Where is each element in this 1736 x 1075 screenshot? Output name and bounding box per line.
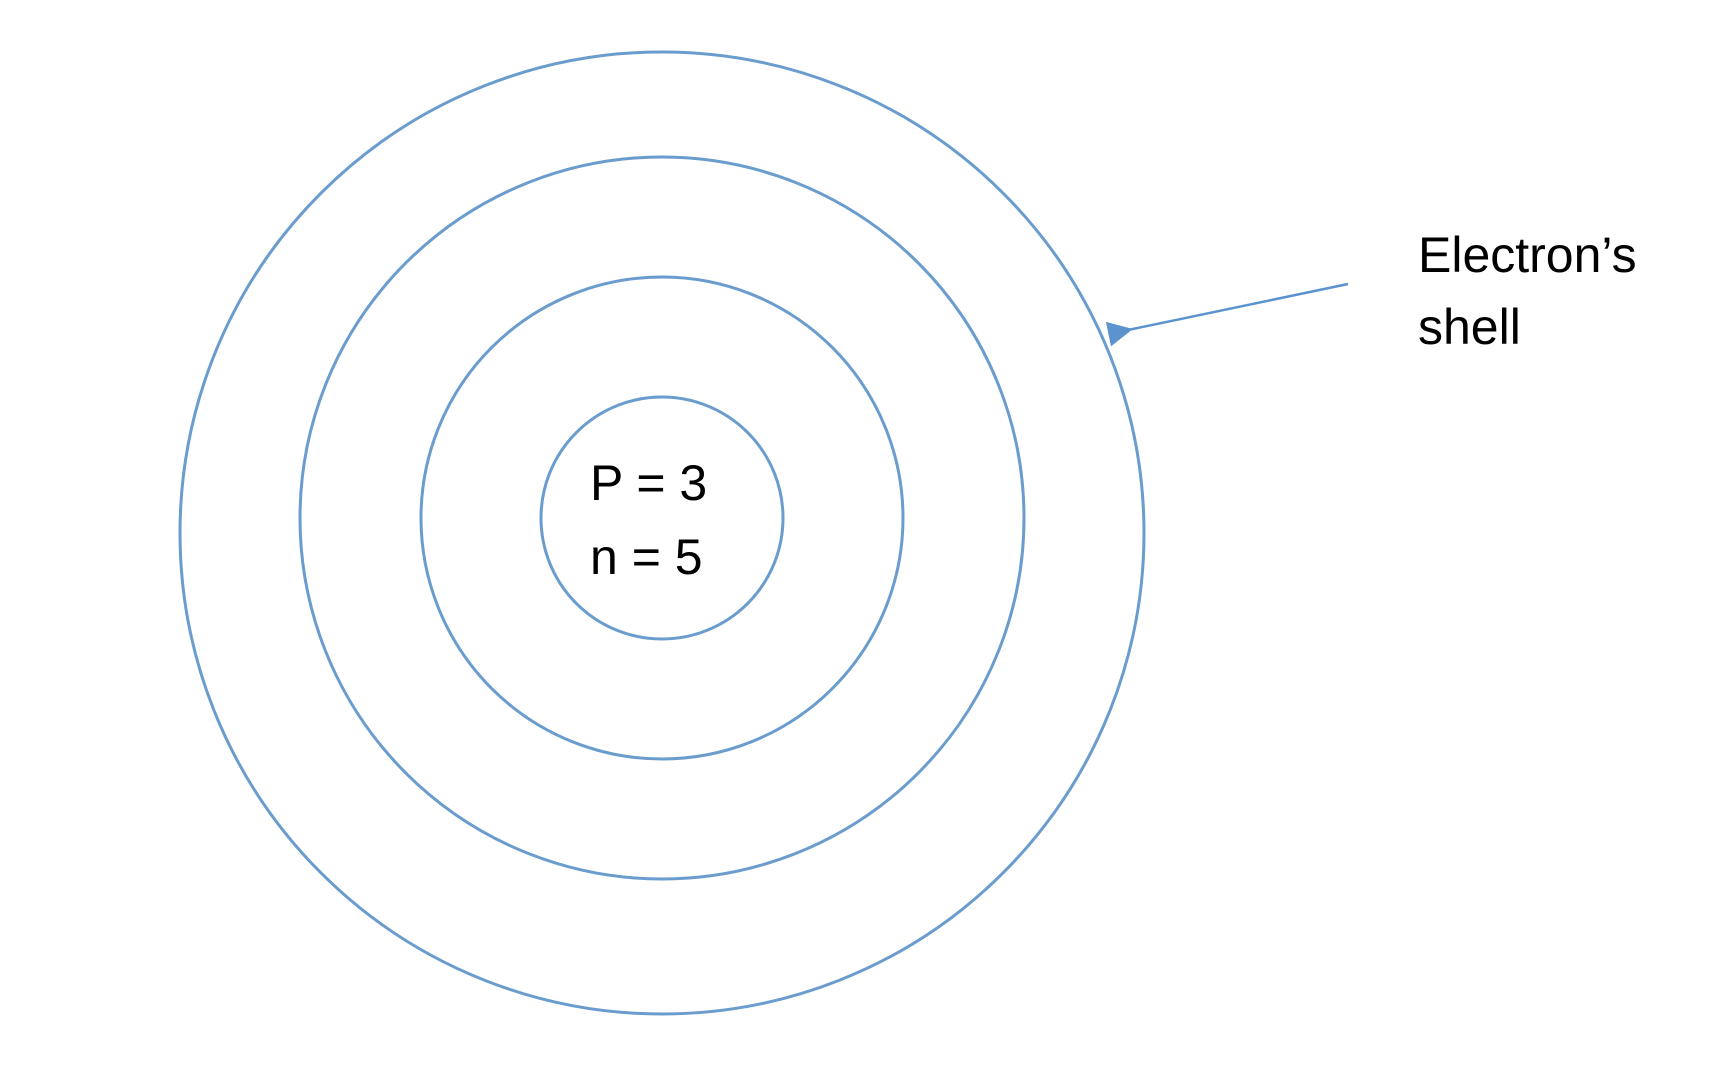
electron-shell-2	[419, 275, 905, 761]
electron-shell-3	[298, 155, 1026, 881]
nucleus-protons-label: P = 3	[590, 455, 708, 511]
shell-label-line1: Electron’s	[1418, 227, 1637, 283]
nucleus-neutrons-label: n = 5	[590, 529, 703, 585]
electron-shell-4	[178, 50, 1146, 1016]
nucleus-circle	[539, 395, 785, 641]
shell-pointer-arrow	[1105, 282, 1349, 347]
shell-label-line2: shell	[1418, 299, 1521, 355]
